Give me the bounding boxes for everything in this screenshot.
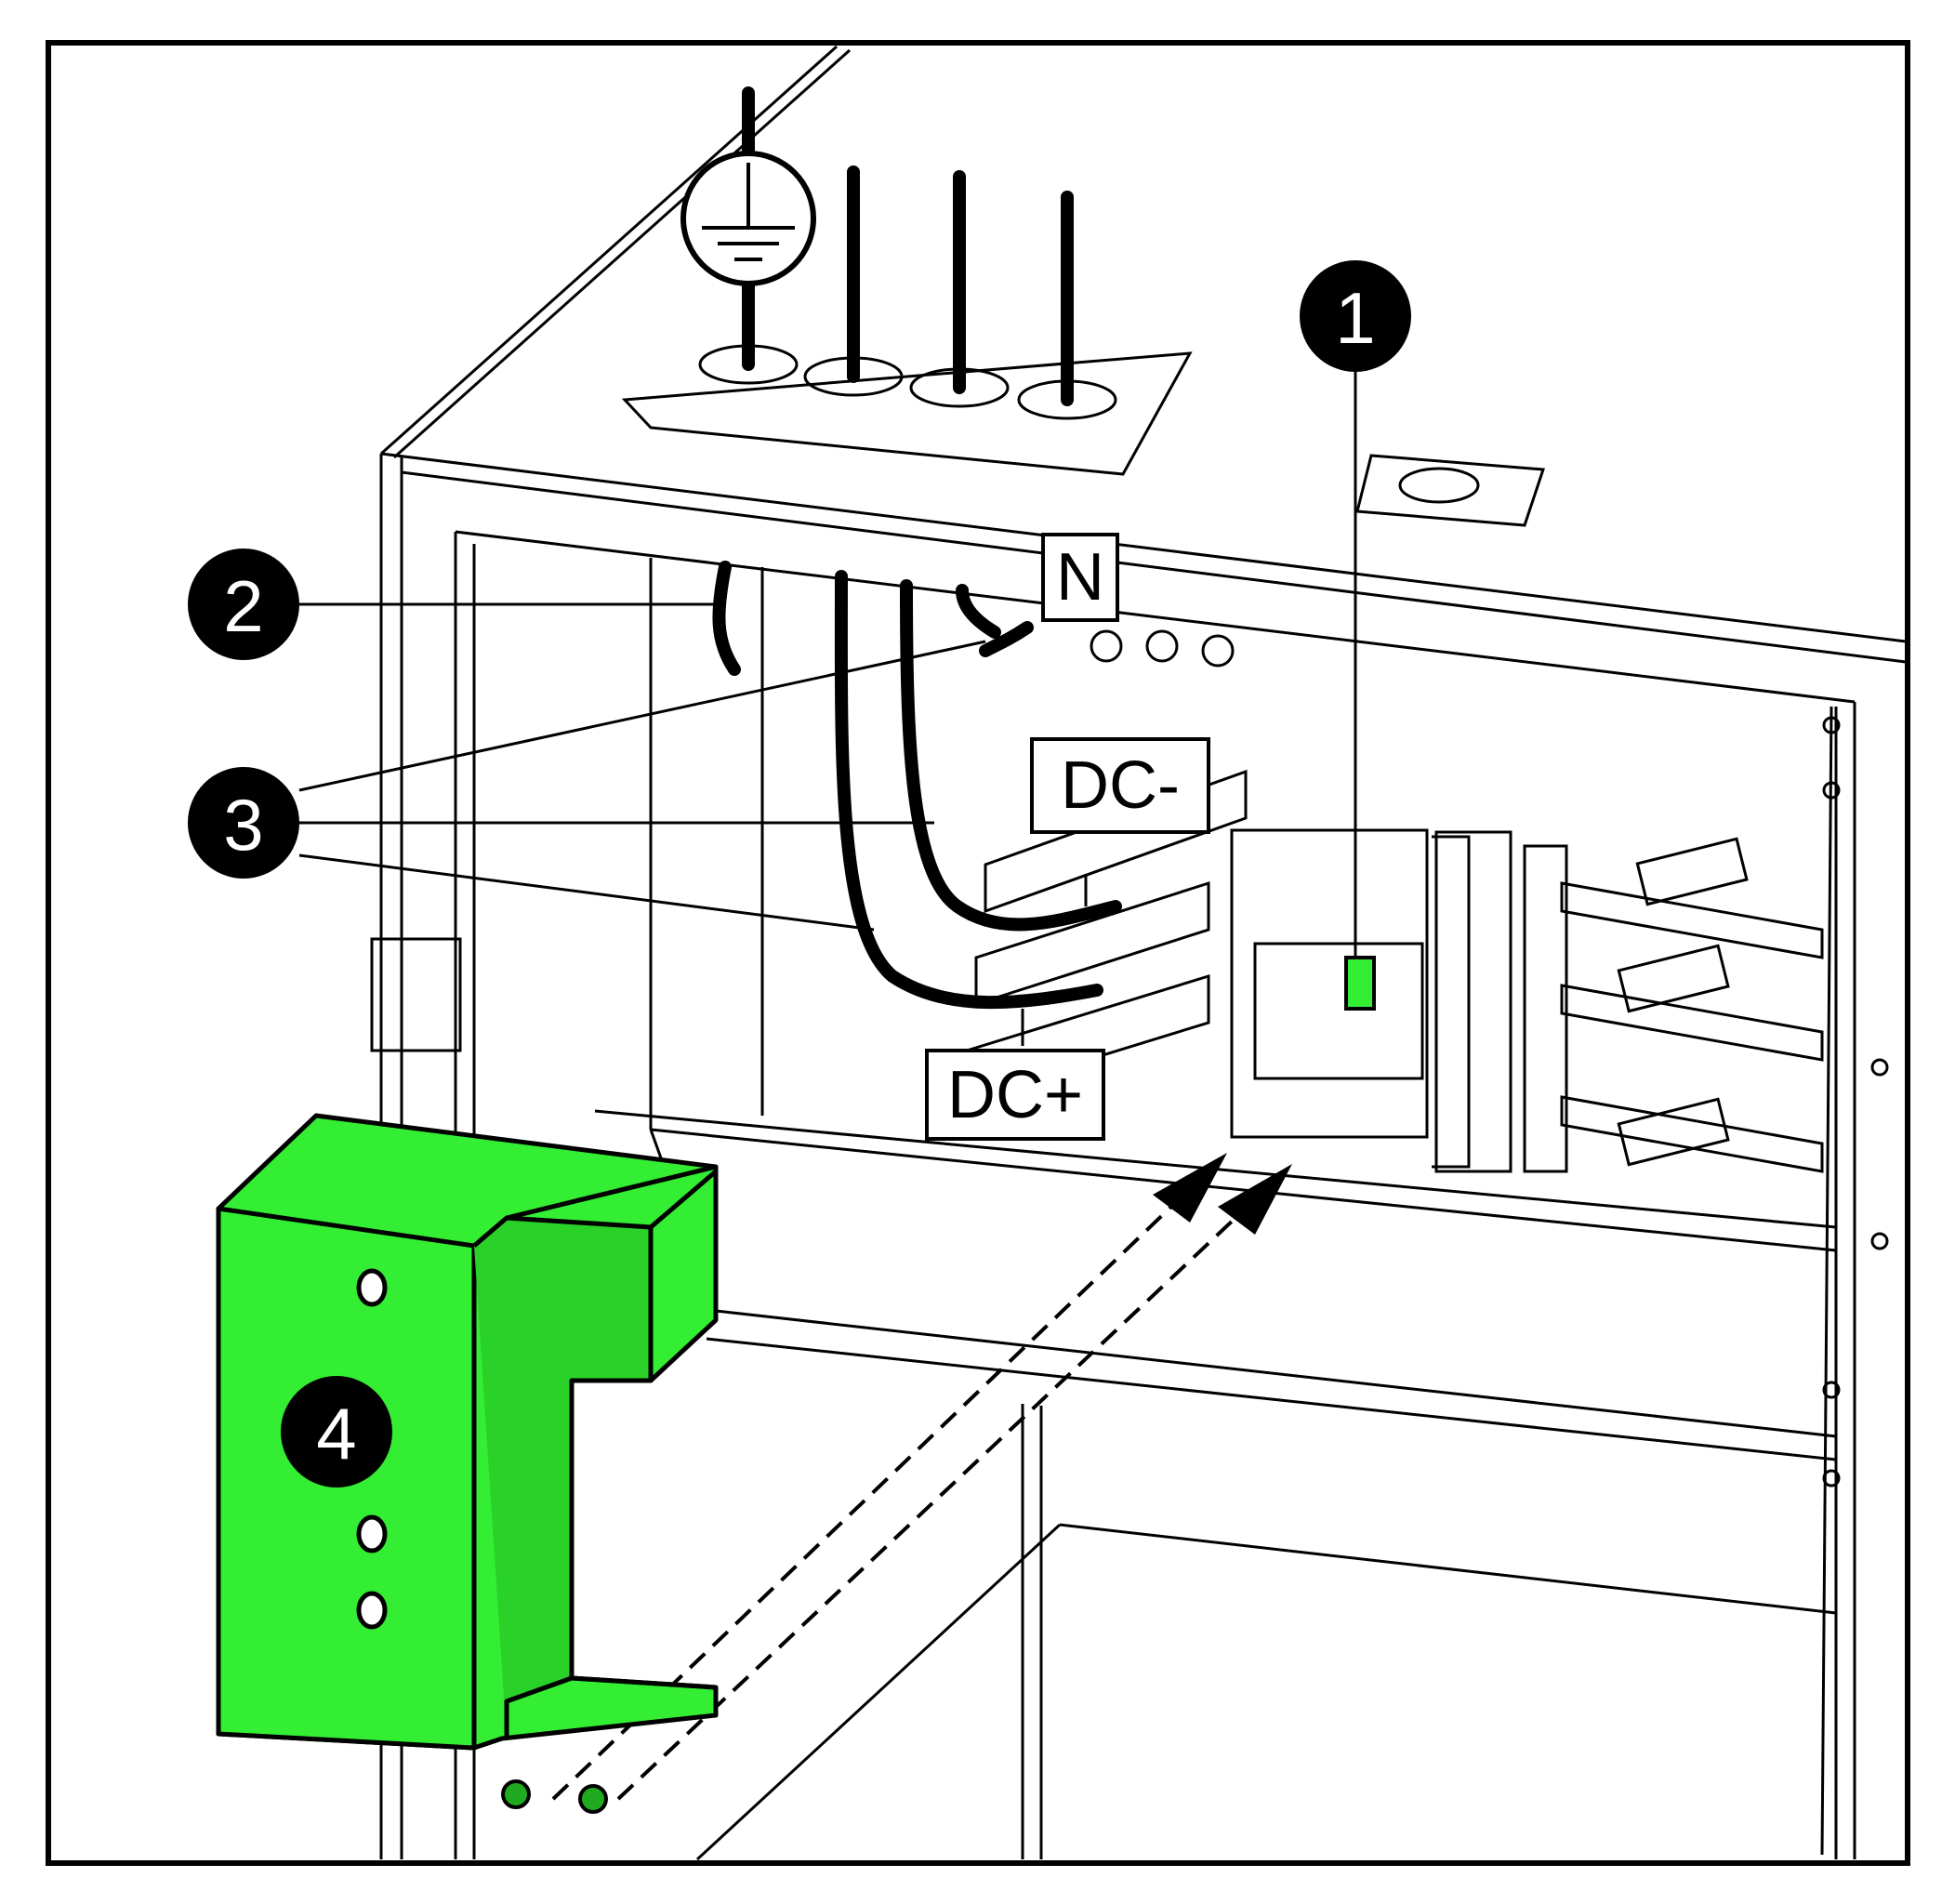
protective-earth-icon xyxy=(680,151,816,286)
arrow-heads xyxy=(1153,1153,1292,1235)
callout-4: 4 xyxy=(281,1376,392,1488)
svg-text:3: 3 xyxy=(223,784,263,866)
svg-text:DC-: DC- xyxy=(1061,748,1180,823)
callout-2: 2 xyxy=(188,549,299,660)
callout-1: 1 xyxy=(1300,260,1411,372)
svg-text:N: N xyxy=(1056,540,1104,615)
switch-indicator xyxy=(1344,956,1376,1011)
callout-3: 3 xyxy=(188,767,299,879)
svg-text:DC+: DC+ xyxy=(947,1058,1083,1132)
svg-text:1: 1 xyxy=(1335,277,1375,359)
terminal-label-dc-minus: DC- xyxy=(1030,737,1210,834)
insertion-arrows xyxy=(551,1160,1285,1801)
svg-text:4: 4 xyxy=(316,1393,356,1474)
fixing-screws xyxy=(501,1779,608,1814)
leader-lines xyxy=(298,344,1357,1046)
terminal-label-dc-plus: DC+ xyxy=(925,1049,1105,1141)
svg-text:2: 2 xyxy=(223,565,263,647)
terminal-label-n: N xyxy=(1041,533,1119,622)
dc-cables xyxy=(712,561,1122,1010)
